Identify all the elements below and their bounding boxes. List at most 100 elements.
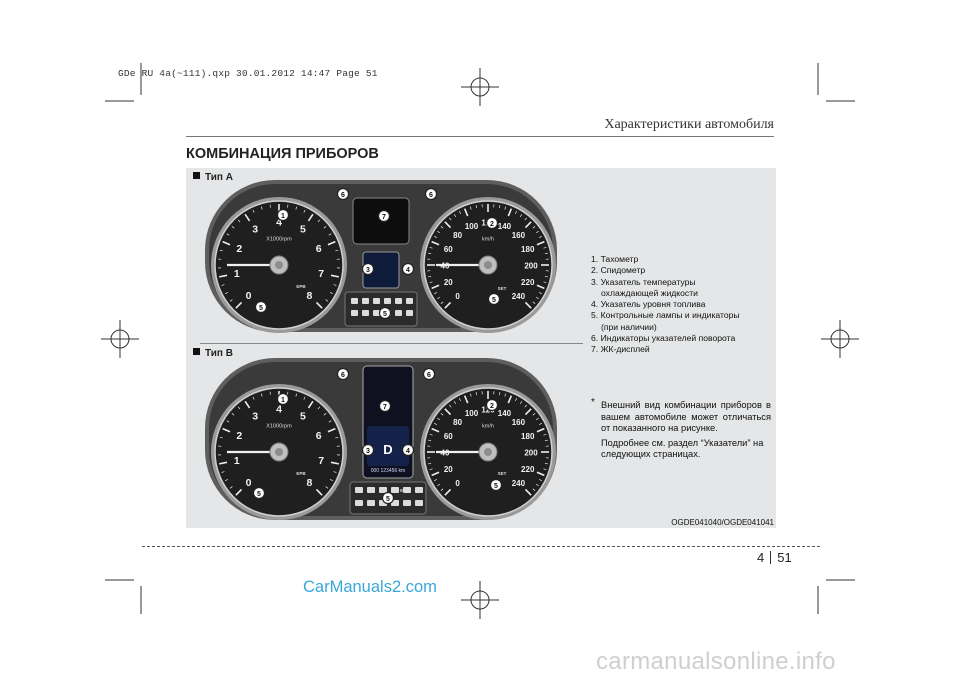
speedo-tick-label: 0 xyxy=(455,479,460,488)
speedo-tick xyxy=(536,296,539,300)
registration-mark-left xyxy=(101,320,139,358)
tach-tick xyxy=(244,400,251,409)
indicator-lamp xyxy=(373,310,380,316)
callout-number: 5 xyxy=(492,297,496,304)
speedo-tick xyxy=(536,427,545,433)
speedo-tick xyxy=(440,413,444,416)
tach-tick xyxy=(307,400,314,409)
tach-tick xyxy=(303,209,306,213)
header-rule xyxy=(186,136,774,137)
callout-number: 6 xyxy=(341,192,345,199)
tach-tick xyxy=(219,461,228,465)
tach-tick xyxy=(328,233,332,236)
gear-indicator: D xyxy=(383,442,392,457)
speedo-tick xyxy=(544,275,548,278)
legend-item: 6. Индикаторы указателей поворота xyxy=(591,333,736,344)
callout-marker xyxy=(381,491,395,505)
speedo-tick xyxy=(428,439,432,442)
tach-tick-label: 0 xyxy=(246,290,252,302)
tach-tick xyxy=(295,393,298,397)
indicator-lamp xyxy=(362,310,369,316)
speedo-tick xyxy=(429,433,433,436)
callout-marker xyxy=(276,208,290,222)
indicator-lamp xyxy=(391,500,399,506)
speedo-tick xyxy=(469,393,472,397)
image-code: OGDE041040/OGDE041041 xyxy=(671,518,774,527)
speedo-tick-label: 180 xyxy=(521,432,535,441)
figure-divider xyxy=(200,343,583,344)
callout-marker xyxy=(401,443,415,457)
speedo-tick xyxy=(431,427,440,433)
speedo-tick-label: 180 xyxy=(521,245,535,254)
tach-tick xyxy=(327,427,336,433)
tach-tick xyxy=(323,226,327,229)
tach-tick xyxy=(315,301,323,309)
tach-tick xyxy=(333,471,337,473)
tach-unit-label: X1000rpm xyxy=(266,424,292,430)
type-b-label: Тип В xyxy=(193,348,233,359)
callout-number: 3 xyxy=(366,267,370,274)
callout-number: 6 xyxy=(429,192,433,199)
speedo-tick xyxy=(463,208,469,217)
callout-number: 3 xyxy=(366,448,370,455)
epb-indicator-text: EPB xyxy=(296,284,306,289)
speedo-tick xyxy=(507,395,513,404)
speedo-tick xyxy=(536,471,545,477)
tach-tick xyxy=(252,396,255,400)
speedo-tick xyxy=(532,226,536,229)
footnote: * Внешний вид комбинации приборов в ваше… xyxy=(591,397,771,464)
legend-item: 5. Контрольные лампы и индикаторы xyxy=(591,310,740,321)
speedo-tick-label: 100 xyxy=(465,409,479,418)
speedo-tick-label: 100 xyxy=(465,222,479,231)
tach-tick xyxy=(333,284,337,286)
legend-item-continuation: (при наличии) xyxy=(601,321,657,332)
footnote-star: * xyxy=(591,397,595,408)
speedo-tick xyxy=(434,479,438,482)
speedo-tick xyxy=(475,205,478,209)
callout-number: 7 xyxy=(382,214,386,221)
tach-tick xyxy=(327,240,336,246)
speedo-tick xyxy=(524,217,527,221)
registration-mark-bottom xyxy=(461,581,499,619)
speedo-tick xyxy=(453,214,457,217)
speedo-tick xyxy=(532,488,536,491)
watermark-carmanuals2[interactable]: CarManuals2.com xyxy=(303,578,437,596)
tach-tick xyxy=(222,240,231,246)
tach-tick xyxy=(237,219,241,223)
watermark-carmanualsonline[interactable]: carmanualsonline.info xyxy=(596,648,836,675)
speedo-tick-label: 20 xyxy=(444,465,453,474)
callout-number: 2 xyxy=(490,403,494,410)
tach-tick xyxy=(222,427,231,433)
callout-marker xyxy=(424,187,438,201)
speedo-tick xyxy=(536,417,539,421)
speedo-tick xyxy=(428,462,432,465)
speedo-tick-label: 80 xyxy=(453,418,462,427)
tach-tick xyxy=(330,274,339,278)
speedo-tick xyxy=(440,301,444,304)
set-indicator-text: SET xyxy=(498,286,507,291)
indicator-lamp xyxy=(355,487,363,493)
callout-marker xyxy=(254,300,268,314)
speedo-tick xyxy=(536,284,545,290)
speedo-tick-label: 160 xyxy=(512,418,526,427)
tach-tick xyxy=(335,436,339,439)
indicator-lamp xyxy=(367,500,375,506)
speedo-tick xyxy=(437,483,440,487)
speedo-tick xyxy=(434,292,438,295)
speedo-tick xyxy=(538,479,542,482)
speedo-tick xyxy=(515,398,518,402)
speedo-tick xyxy=(532,301,536,304)
callout-number: 4 xyxy=(406,267,410,274)
speedo-tick-label: 240 xyxy=(512,292,526,301)
callout-marker xyxy=(361,443,375,457)
tach-tick xyxy=(219,249,223,252)
speedo-tick xyxy=(440,226,444,229)
tach-tick xyxy=(295,206,298,210)
tach-tick-label: 4 xyxy=(276,404,282,416)
speedo-tick xyxy=(429,468,433,471)
speedo-tick xyxy=(504,393,507,397)
callout-number: 1 xyxy=(281,213,285,220)
speedo-tick-label: 160 xyxy=(512,231,526,240)
tach-tick xyxy=(235,301,243,309)
epb-indicator-text: EPB xyxy=(296,471,306,476)
